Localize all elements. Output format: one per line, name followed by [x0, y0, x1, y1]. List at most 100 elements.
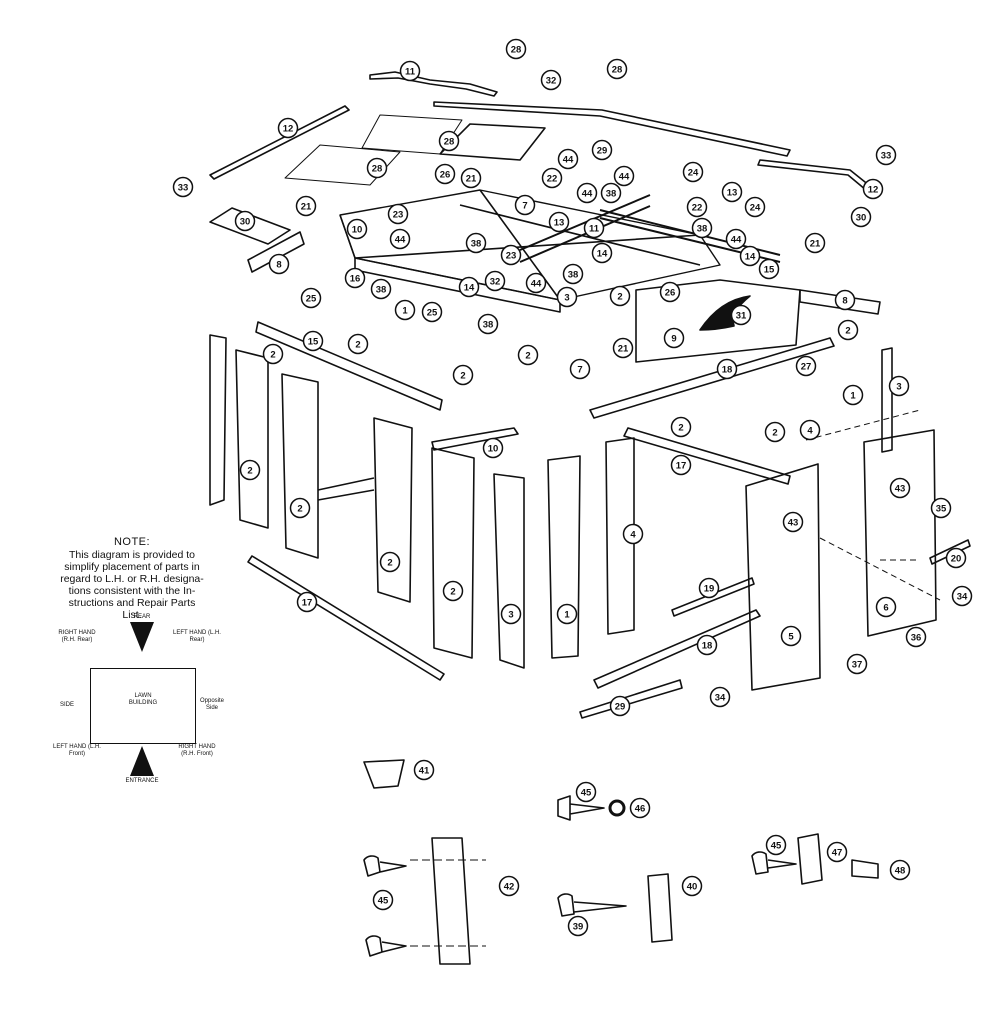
callout-46: 46 [629, 797, 651, 819]
callout-circle [875, 596, 897, 618]
callout-circle [372, 889, 394, 911]
callout-circle [591, 139, 613, 161]
callout-number: 8 [842, 296, 847, 307]
callout-circle [930, 497, 952, 519]
callout-1: 1 [556, 603, 578, 625]
callout-number: 36 [911, 633, 922, 644]
callout-circle [889, 477, 911, 499]
callout-number: 44 [563, 155, 574, 166]
callout-number: 44 [531, 279, 542, 290]
note-line: tions consistent with the In- [68, 585, 196, 597]
callout-circle [421, 301, 443, 323]
rail-10 [431, 427, 519, 451]
callout-number: 45 [378, 896, 389, 907]
callout-circle [842, 384, 864, 406]
callout-number: 38 [483, 320, 494, 331]
callout-circle [888, 375, 910, 397]
callout-number: 14 [597, 249, 608, 260]
callout-3: 3 [500, 603, 522, 625]
sill-17-left [247, 555, 445, 681]
callout-number: 45 [771, 841, 782, 852]
callout-circle [394, 299, 416, 321]
callout-36: 36 [905, 626, 927, 648]
roof-cap-11 [369, 71, 498, 97]
callout-circle [556, 286, 578, 308]
rh-front-label: RIGHT HAND (R.H. Front) [178, 744, 216, 757]
callout-29: 29 [609, 695, 631, 717]
callout-number: 16 [350, 274, 361, 285]
door-5 [745, 463, 821, 691]
callout-circle [268, 253, 290, 275]
callout-circle [379, 551, 401, 573]
callout-number: 46 [635, 804, 646, 815]
callout-18: 18 [696, 634, 718, 656]
entrance-arrow-icon [130, 746, 154, 776]
callout-circle [262, 343, 284, 365]
callout-number: 2 [450, 587, 455, 598]
callout-circle [682, 161, 704, 183]
callout-number: 23 [506, 251, 517, 262]
callout-44: 44 [725, 228, 747, 250]
callout-number: 12 [868, 185, 879, 196]
callout-circle [413, 759, 435, 781]
callout-47: 47 [826, 841, 848, 863]
callout-circle [500, 244, 522, 266]
callout-number: 33 [881, 151, 892, 162]
callout-circle [663, 327, 685, 349]
callout-circle [346, 218, 368, 240]
callout-number: 14 [745, 252, 756, 263]
callout-22: 22 [686, 196, 708, 218]
callout-circle [698, 577, 720, 599]
post-3-right [881, 347, 893, 453]
callout-circle [239, 459, 261, 481]
callout-number: 30 [240, 217, 251, 228]
callout-2: 2 [837, 319, 859, 341]
callout-number: 44 [731, 235, 742, 246]
callout-circle [725, 228, 747, 250]
trim-12-right [757, 159, 871, 191]
callout-number: 25 [306, 294, 317, 305]
callout-number: 13 [554, 218, 565, 229]
callout-1: 1 [394, 299, 416, 321]
callout-circle [302, 330, 324, 352]
callout-39: 39 [567, 915, 589, 937]
callout-26: 26 [434, 163, 456, 185]
callout-circle [696, 634, 718, 656]
callout-44: 44 [525, 272, 547, 294]
callout-circle [591, 242, 613, 264]
callout-circle [295, 195, 317, 217]
callout-circle [670, 454, 692, 476]
sill-29 [579, 679, 683, 719]
building-label: LAWN BUILDING [128, 693, 158, 706]
callout-24: 24 [744, 196, 766, 218]
callout-13: 13 [548, 211, 570, 233]
callout-circle [576, 182, 598, 204]
note-line: This diagram is provided to [68, 549, 196, 561]
callout-circle [289, 497, 311, 519]
callout-circle [452, 364, 474, 386]
callout-circle [709, 686, 731, 708]
roof-ridge-28 [433, 101, 791, 157]
callout-29: 29 [591, 139, 613, 161]
note-block: NOTE: This diagram is provided to simpli… [52, 536, 212, 621]
callout-number: 7 [577, 365, 582, 376]
callout-24: 24 [682, 161, 704, 183]
callout-circle [583, 217, 605, 239]
callout-12: 12 [277, 117, 299, 139]
callout-circle [905, 626, 927, 648]
callout-number: 32 [490, 277, 501, 288]
callout-26: 26 [659, 281, 681, 303]
callout-number: 18 [702, 641, 713, 652]
callout-circle [517, 344, 539, 366]
callout-37: 37 [846, 653, 868, 675]
callout-14: 14 [739, 245, 761, 267]
callout-45: 45 [372, 889, 394, 911]
callout-circle [837, 319, 859, 341]
callout-circle [540, 69, 562, 91]
callout-circle [296, 591, 318, 613]
callout-6: 6 [875, 596, 897, 618]
callout-number: 2 [678, 423, 683, 434]
callout-circle [799, 419, 821, 441]
callout-circle [525, 272, 547, 294]
